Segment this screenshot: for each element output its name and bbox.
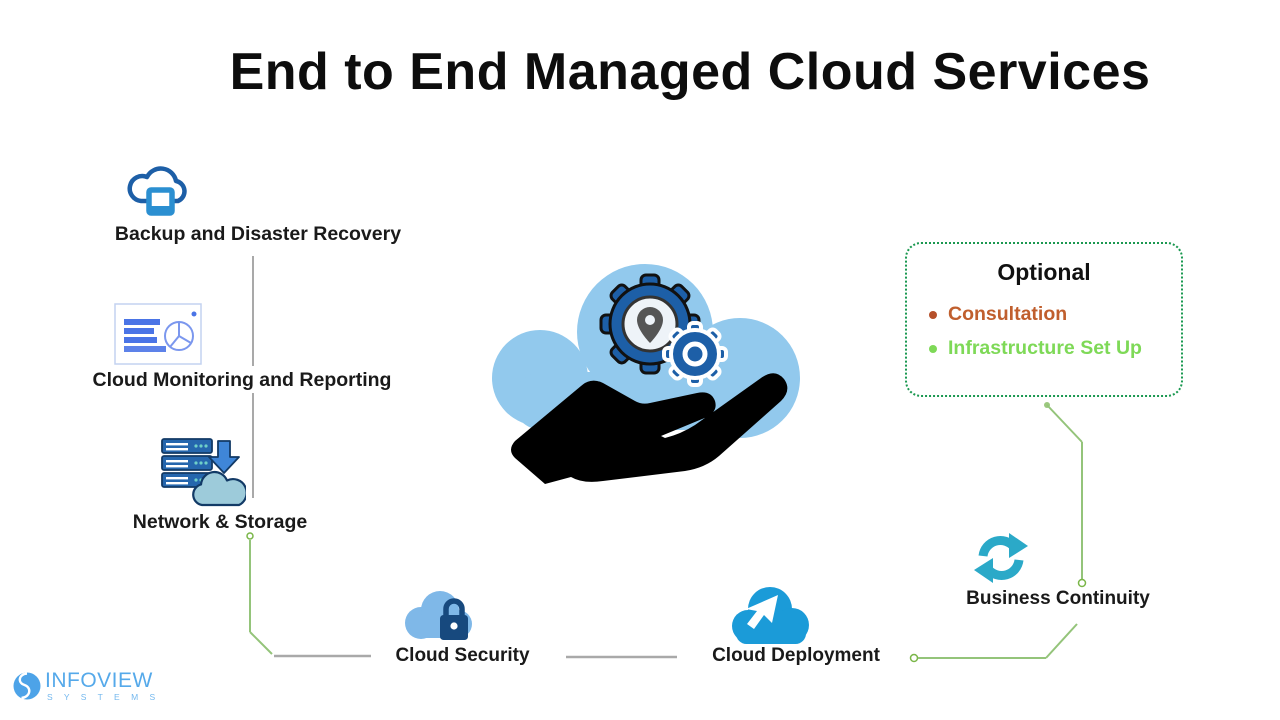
cloud-gears-in-hand-icon — [485, 260, 805, 489]
bullet-dot-icon — [929, 310, 937, 319]
page-title: End to End Managed Cloud Services — [229, 43, 1151, 101]
sync-arrows-icon — [972, 531, 1030, 590]
label-cloud-security: Cloud Security — [395, 645, 530, 666]
bullet-dot-icon — [929, 344, 937, 353]
label-network-storage: Network & Storage — [132, 511, 308, 533]
optional-item-consultation: Consultation — [929, 303, 1181, 326]
cloud-lock-icon — [398, 585, 482, 654]
optional-list: Consultation Infrastructure Set Up — [907, 303, 1181, 360]
cloud-cursor-icon — [728, 583, 812, 652]
dashboard-report-icon — [114, 303, 202, 370]
label-business-continuity: Business Continuity — [966, 588, 1150, 609]
server-to-cloud-icon — [158, 437, 248, 514]
optional-item-infrastructure: Infrastructure Set Up — [929, 337, 1181, 360]
infoview-logo: INFOVIEW S Y S T E M S — [12, 670, 160, 702]
cloud-backup-icon — [122, 158, 196, 227]
label-backup-disaster-recovery: Backup and Disaster Recovery — [114, 223, 402, 245]
logo-text: INFOVIEW S Y S T E M S — [45, 670, 160, 702]
label-cloud-deployment: Cloud Deployment — [712, 645, 880, 666]
label-cloud-monitoring-reporting: Cloud Monitoring and Reporting — [92, 369, 392, 391]
optional-title: Optional — [997, 259, 1091, 285]
optional-box: Optional Consultation Infrastructure Set… — [905, 242, 1183, 397]
infoview-swirl-icon — [13, 672, 41, 700]
logo-name: INFOVIEW — [45, 669, 153, 692]
logo-subtitle: S Y S T E M S — [47, 692, 160, 702]
